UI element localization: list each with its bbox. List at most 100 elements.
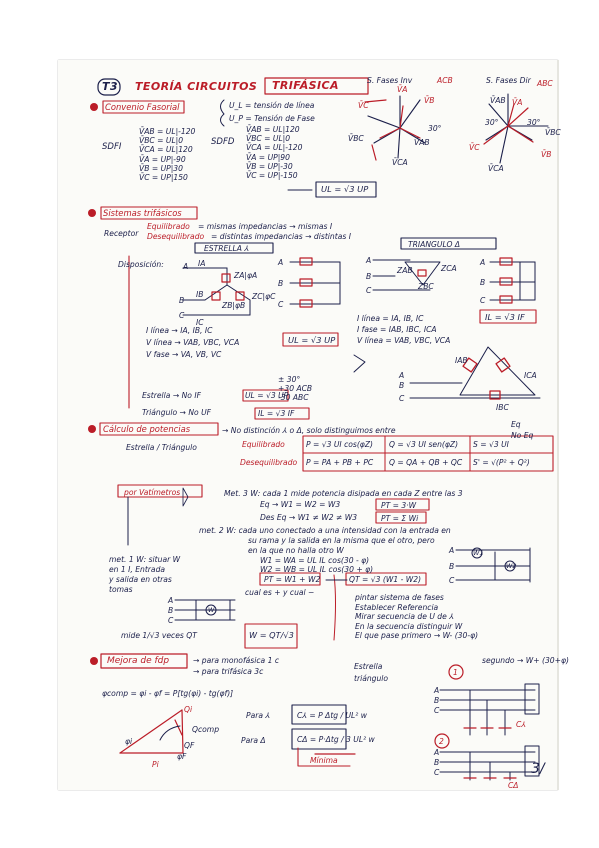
big-tri-current-bc: IBC bbox=[496, 403, 509, 412]
tri-load-a: A bbox=[480, 258, 486, 267]
phasor-angle-label: 30° bbox=[428, 124, 442, 133]
triangle-formula: IL = √3 IF bbox=[485, 312, 525, 322]
circuit-2-marker: 2 bbox=[439, 737, 444, 746]
phase-notes-item: +30 ACB bbox=[278, 384, 313, 393]
star-impedance-c: ZC|φC bbox=[252, 292, 276, 301]
method-2w-pt: PT = W1 + W2 bbox=[264, 575, 321, 584]
inverse-sequence-label: S. Fases Inv bbox=[367, 76, 413, 85]
qf-label: QF bbox=[184, 741, 195, 750]
method-2w: met. 2 W: cada uno conectado a una inten… bbox=[199, 526, 451, 535]
triangle-row-formula: IL = √3 IF bbox=[258, 409, 295, 418]
receptor-label: Receptor bbox=[104, 229, 139, 238]
no-eq-option: No Eq bbox=[511, 431, 534, 440]
star-current-a: IA bbox=[198, 259, 206, 268]
desequilibrado-label: Desequilibrado bbox=[147, 232, 205, 241]
equilibrado-description: = mismas impedancias → mismas I bbox=[198, 222, 333, 231]
cap2-phase-a: A bbox=[434, 748, 440, 757]
big-tri-phase-c: C bbox=[399, 394, 405, 403]
method-2w-qt: QT = √3 (W1 - W2) bbox=[349, 575, 422, 584]
phase-voltage-definition: U_P = Tensión de Fase bbox=[229, 114, 315, 123]
deseq-formulas-item: S' = √(P² + Q²) bbox=[473, 458, 530, 467]
tri-load-b: B bbox=[480, 278, 486, 287]
measures-label: mide 1/√3 veces QT bbox=[121, 631, 197, 640]
page-title: TEORÍA CIRCUITOS bbox=[135, 80, 258, 93]
cy-label: C⅄ bbox=[516, 720, 526, 729]
line-phase-voltage-result: UL = √3 UP bbox=[321, 184, 369, 194]
balanced-label: Equilibrado bbox=[242, 440, 285, 449]
sdfd-label: SDFD bbox=[211, 137, 235, 147]
phasor-angle-label-direct: 30° bbox=[485, 118, 499, 127]
meter-phase-b: B bbox=[449, 562, 455, 571]
line-voltage-definition: U_L = tensión de línea bbox=[229, 101, 315, 110]
section-heading-systems: Sistemas trifásicos bbox=[103, 208, 182, 218]
method-3w: Met. 3 W: cada 1 mide potencia disipada … bbox=[224, 489, 463, 498]
measures-formula: W = QT/√3 bbox=[249, 630, 294, 640]
star-current-c: IC bbox=[196, 318, 204, 327]
inverse-sequence-value: ACB bbox=[437, 76, 453, 85]
section-bullet bbox=[90, 103, 98, 111]
sdfi-item: V̄C = UP|150 bbox=[139, 173, 188, 182]
star-option: Estrella bbox=[354, 662, 383, 671]
cap2-phase-b: B bbox=[434, 758, 440, 767]
star-impedance-b: ZB|φB bbox=[222, 301, 246, 310]
tri-load-c: C bbox=[480, 296, 486, 305]
star-current-b: IB bbox=[196, 290, 204, 299]
meter-phase-a: A bbox=[449, 546, 455, 555]
star-load-a: A bbox=[278, 258, 284, 267]
phasor-vab-label-direct: V̄AB bbox=[490, 96, 506, 105]
sdfi-item: V̄B = UP|30 bbox=[139, 163, 183, 173]
method-2w-line-2: su rama y la salida en la misma que el o… bbox=[248, 536, 435, 545]
method-1w-line-2: en 1 I, Entrada bbox=[109, 565, 166, 574]
tri-phase-a: A bbox=[366, 256, 372, 265]
big-tri-current-ca: ICA bbox=[524, 371, 537, 380]
phasor-va-label-direct: V̄A bbox=[512, 98, 523, 107]
star-lines-item: I línea → IA, IB, IC bbox=[146, 326, 213, 335]
method-1w: met. 1 W: situar W bbox=[109, 555, 181, 564]
star-lines-item: V línea → VAB, VBC, VCA bbox=[146, 338, 240, 347]
second-wattmeter-note: segundo → W+ (30+φ) bbox=[482, 656, 569, 665]
sdfi-item: V̄CA = UL|120 bbox=[139, 145, 193, 155]
page-title-highlight: TRIFÁSICA bbox=[272, 79, 339, 92]
sdfd-item: V̄CA = UL|-120 bbox=[246, 143, 303, 153]
phasor-vc-label: V̄C bbox=[358, 101, 369, 110]
wattmeter-w1-label: W1 bbox=[473, 549, 484, 557]
phi-comp-formula: φcomp = φi - φf = P[tg(φi) - tg(φf)] bbox=[102, 689, 234, 698]
tri-impedance-ab: ZAB bbox=[397, 266, 413, 275]
big-tri-phase-a: A bbox=[399, 371, 405, 380]
section-bullet bbox=[88, 425, 96, 433]
section-bullet bbox=[90, 657, 98, 665]
steps-item: Mirar secuencia de U de ⅄ bbox=[355, 612, 454, 621]
sdfi-label: SDFI bbox=[102, 142, 122, 152]
method-1w-line-4: tomas bbox=[109, 585, 133, 594]
phase-notes-item: -30 ABC bbox=[278, 393, 309, 402]
para-star: Para ⅄ bbox=[246, 711, 271, 720]
phasor-va-label: V̄A bbox=[397, 85, 408, 94]
steps-item: Establecer Referencia bbox=[355, 602, 439, 612]
single-phase-note: → para monofásica 1 c bbox=[193, 656, 279, 665]
phi-f-label: φF bbox=[177, 752, 187, 761]
big-tri-phase-b: B bbox=[399, 381, 405, 390]
phasor-angle-label-direct-2: 30° bbox=[527, 118, 541, 127]
steps-item: El que pase primero → W- (30-φ) bbox=[355, 631, 479, 640]
section-heading-phasor: Convenio Fasorial bbox=[105, 102, 180, 112]
star-phase-b: B bbox=[179, 296, 185, 305]
phasor-vab-label: V̄AB bbox=[414, 138, 430, 147]
meter-phase-c: C bbox=[449, 576, 455, 585]
star-lines-item: V fase → VA, VB, VC bbox=[146, 350, 222, 359]
qcomp-label: Qcomp bbox=[192, 725, 220, 734]
cap2-phase-c: C bbox=[434, 768, 440, 777]
deseq-formulas-item: Q = QA + QB + QC bbox=[389, 458, 463, 467]
sdfd-item: V̄B = UP|-30 bbox=[246, 161, 293, 171]
method-2w-formula-2: W2 = WB = UL IL cos(30 + φ) bbox=[260, 565, 374, 574]
qi-label: Qi bbox=[184, 705, 193, 714]
para-triangle: Para Δ bbox=[241, 736, 266, 745]
phasor-vb-label-direct: V̄B bbox=[541, 150, 552, 159]
desequilibrado-description: = distintas impedancias → distintas I bbox=[211, 232, 351, 241]
eq-option: Eq bbox=[511, 420, 521, 429]
sdfi-item: V̄BC = UL|0 bbox=[139, 136, 184, 146]
steps-item: En la secuencia distinguir W bbox=[355, 621, 463, 631]
method-3w-deq: Des Eq → W1 ≠ W2 ≠ W3 bbox=[260, 513, 358, 522]
sdfd-item: V̄AB = UL|120 bbox=[246, 125, 300, 134]
section-heading-pf: Mejora de fdp bbox=[107, 656, 170, 666]
star-triangle-label: Estrella / Triángulo bbox=[126, 443, 197, 452]
